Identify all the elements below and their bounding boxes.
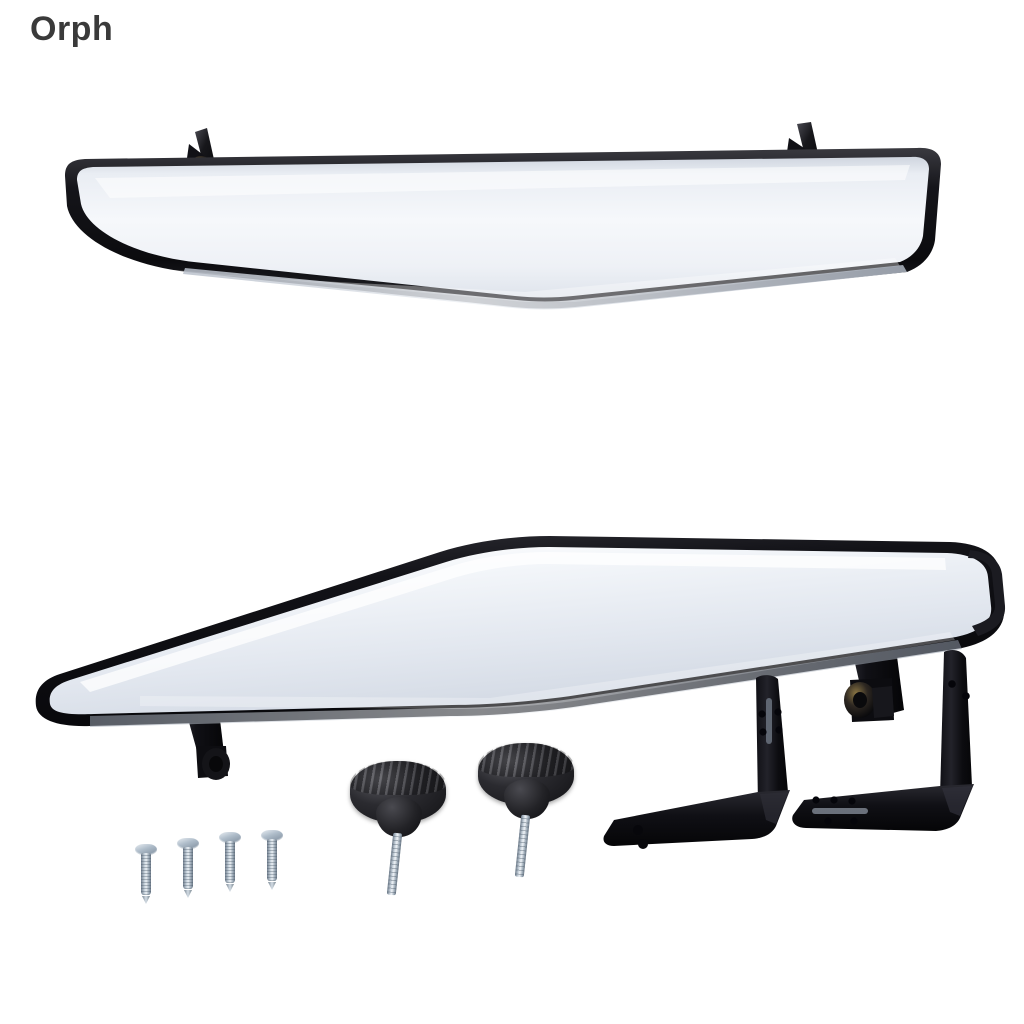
screw-head <box>135 844 157 855</box>
knob-set <box>350 735 590 896</box>
mirror-bottom-glass <box>49 547 992 715</box>
knob-2 <box>478 735 578 885</box>
knob-bolt <box>386 832 403 896</box>
screw-head <box>261 830 283 841</box>
screw-shank <box>225 841 235 883</box>
screw-tip <box>268 882 276 890</box>
screw-set <box>135 830 305 904</box>
mirror-top-highlight <box>95 165 910 198</box>
screw-head <box>219 832 241 843</box>
screw-shank <box>141 853 151 895</box>
screw-tip <box>184 890 192 898</box>
screw-2 <box>177 838 199 898</box>
screw-4 <box>261 830 283 890</box>
mirror-bottom <box>20 520 1020 840</box>
watermark-text: Orph <box>30 10 114 48</box>
mirror-top-bevel <box>183 265 907 310</box>
knob-boss <box>504 779 550 819</box>
bracket-left <box>603 675 790 849</box>
mirror-top-bevel-shine <box>115 258 900 302</box>
screw-head <box>177 838 199 849</box>
mirror-bottom-bevel <box>90 640 962 727</box>
knob-bolt <box>514 814 531 878</box>
bracket-set <box>600 640 1000 860</box>
screw-shank <box>267 839 277 881</box>
bracket-right <box>792 650 974 831</box>
knob-boss <box>376 797 422 837</box>
screw-3 <box>219 832 241 892</box>
screw-shank <box>183 847 193 889</box>
knob-1 <box>350 753 450 903</box>
screw-tip <box>226 884 234 892</box>
mirror-bottom-highlight <box>80 552 946 692</box>
knob-ridges <box>350 761 446 795</box>
screw-tip <box>142 896 150 904</box>
knob-ridges <box>478 743 574 777</box>
mirror-top <box>55 120 955 320</box>
screw-1 <box>135 844 157 904</box>
mirror-bottom-right-corner <box>968 550 1006 636</box>
mirror-bottom-lower-sheen <box>140 632 955 709</box>
